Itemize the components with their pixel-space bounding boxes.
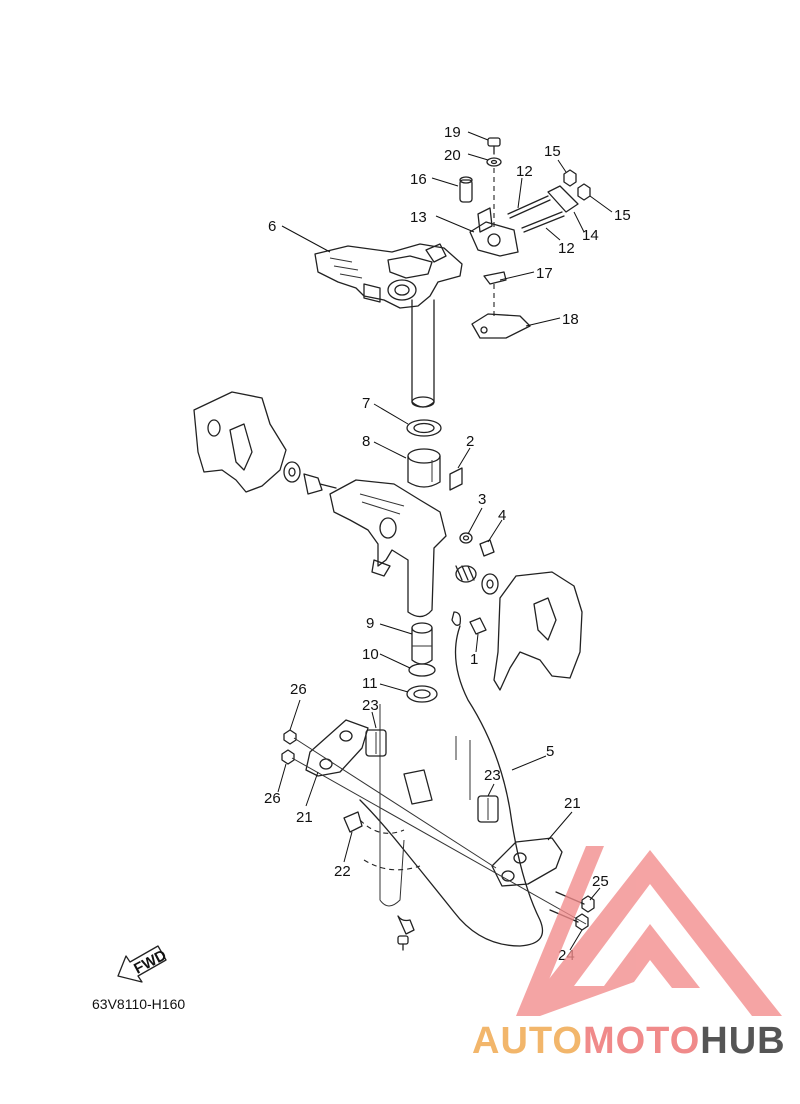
stud-bolt-12-part xyxy=(507,195,565,233)
bracket-21-right-part xyxy=(491,837,563,887)
bolt-1-part xyxy=(451,611,487,635)
o-ring-10-part xyxy=(408,663,436,677)
steering-arm-part xyxy=(314,243,463,309)
callout-10: 10 xyxy=(362,646,379,663)
mount-9-part xyxy=(411,622,433,665)
callout-2: 2 xyxy=(466,433,474,450)
pivot-bolt-part xyxy=(303,473,337,495)
ground-lead-5-part xyxy=(359,625,544,947)
washer-left-part xyxy=(283,461,301,483)
screw-17-part xyxy=(483,271,507,318)
fwd-arrow-icon: FWD xyxy=(117,945,169,983)
callout-9: 9 xyxy=(366,615,374,632)
friction-plate-13-part xyxy=(469,207,519,257)
callout-6: 6 xyxy=(268,218,276,235)
callout-12-bottom: 12 xyxy=(558,240,575,257)
damper-23-left-part xyxy=(365,729,387,757)
pin-16-part xyxy=(459,176,473,203)
callout-20: 20 xyxy=(444,147,461,164)
plate-18-part xyxy=(471,313,531,339)
callout-26-bottom: 26 xyxy=(264,790,281,807)
callout-4: 4 xyxy=(498,507,506,524)
callout-22: 22 xyxy=(334,863,351,880)
spring-part xyxy=(455,565,477,583)
callout-21-right: 21 xyxy=(564,795,581,812)
callout-25: 25 xyxy=(592,873,609,890)
tab-2-part xyxy=(449,467,463,491)
leader-lines xyxy=(277,131,613,951)
bushing-8-part xyxy=(407,448,441,488)
bushing-11-part xyxy=(406,685,438,703)
damper-23-right-part xyxy=(477,795,499,823)
callout-8: 8 xyxy=(362,433,370,450)
clamp-bracket-right-part xyxy=(493,571,583,691)
steering-shaft-part xyxy=(411,299,435,408)
callout-14: 14 xyxy=(582,227,599,244)
grease-nipple-4-part xyxy=(479,539,495,557)
callout-23-right: 23 xyxy=(484,767,501,784)
callout-15-top: 15 xyxy=(544,143,561,160)
callout-23-left: 23 xyxy=(362,697,379,714)
washer-3-part xyxy=(459,532,473,544)
watermark-logo: AUTOMOTOHUB xyxy=(472,1020,786,1063)
nut-15-part xyxy=(563,169,591,201)
callout-1: 1 xyxy=(470,651,478,668)
swivel-bracket-part xyxy=(329,479,447,618)
callout-21-left: 21 xyxy=(296,809,313,826)
watermark-auto: AUTO xyxy=(472,1020,583,1062)
callout-11: 11 xyxy=(362,675,378,692)
callout-5: 5 xyxy=(546,743,554,760)
callout-16: 16 xyxy=(410,171,427,188)
lower-case-part xyxy=(359,704,471,935)
fwd-label: FWD xyxy=(131,947,169,978)
callout-12-top: 12 xyxy=(516,163,533,180)
callout-13: 13 xyxy=(410,209,427,226)
callout-17: 17 xyxy=(536,265,553,282)
washer-right-part xyxy=(481,573,499,595)
bracket-21-left-part xyxy=(305,719,369,777)
plate-14-part xyxy=(547,185,579,213)
callout-18: 18 xyxy=(562,311,579,328)
washer-20-part xyxy=(486,157,502,167)
callout-labels: 19 20 16 15 15 12 12 14 13 6 17 18 7 8 2… xyxy=(264,124,631,964)
callout-19: 19 xyxy=(444,124,461,141)
callout-3: 3 xyxy=(478,491,486,508)
watermark-moto: MOTO xyxy=(582,1020,701,1062)
clamp-bracket-left-part xyxy=(193,391,287,493)
screw-bottom-part xyxy=(397,935,409,951)
watermark-triangle-icon xyxy=(516,846,782,1016)
seal-7-part xyxy=(406,419,442,437)
watermark-hub: HUB xyxy=(700,1020,786,1062)
callout-7: 7 xyxy=(362,395,370,412)
callout-26-top: 26 xyxy=(290,681,307,698)
cap-22-part xyxy=(343,811,363,833)
part-code-label: 63V8110-H160 xyxy=(92,996,186,1012)
bolt-19-part xyxy=(487,137,501,155)
callout-15-right: 15 xyxy=(614,207,631,224)
